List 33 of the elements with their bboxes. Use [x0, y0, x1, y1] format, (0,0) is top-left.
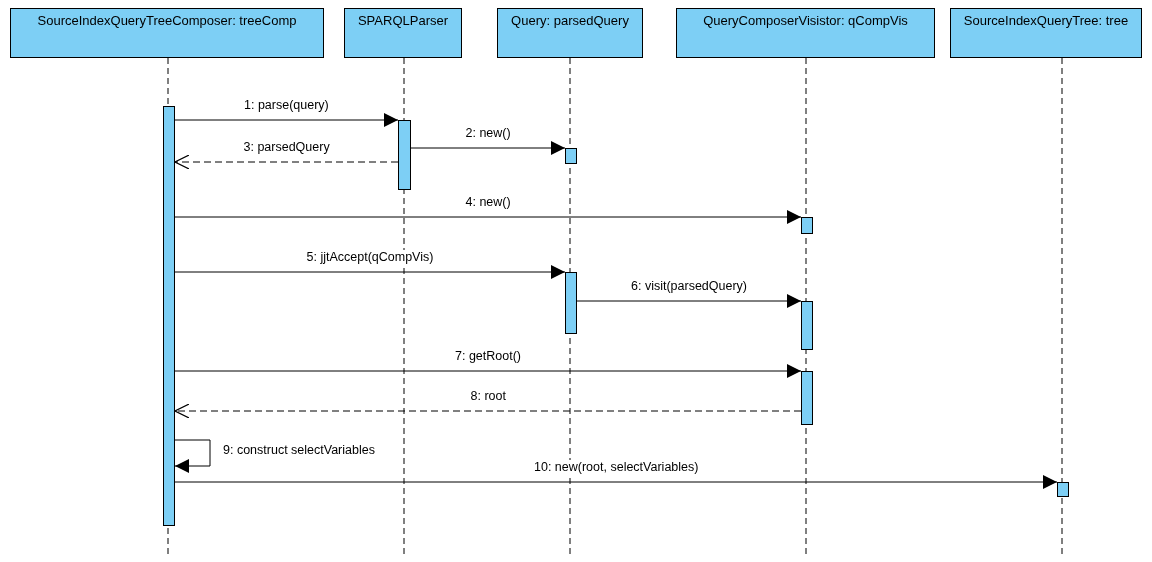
edge-label: 2: new() [464, 126, 512, 140]
edge-label: 9: construct selectVariables [222, 443, 376, 457]
message-arrow [576, 294, 802, 308]
edge-label: 8: root [469, 389, 507, 403]
lifeline-header: Query: parsedQuery [497, 8, 643, 58]
activation-bar [801, 217, 813, 234]
edge-label: 7: getRoot() [454, 349, 522, 363]
lifeline-header: QueryComposerVisistor: qCompVis [676, 8, 935, 58]
edge-label: 6: visit(parsedQuery) [630, 279, 748, 293]
message-arrow [174, 210, 802, 224]
activation-bar [801, 301, 813, 350]
edge-label: 3: parsedQuery [242, 140, 331, 154]
edge-label: 5: jjtAccept(qCompVis) [305, 250, 435, 264]
lifeline-header: SourceIndexQueryTree: tree [950, 8, 1142, 58]
return-arrow [174, 154, 399, 170]
edge-label: 4: new() [464, 195, 512, 209]
edge-label: 10: new(root, selectVariables) [533, 460, 700, 474]
activation-bar [565, 272, 577, 334]
activation-bar [398, 120, 411, 190]
lifeline-header: SPARQLParser [344, 8, 462, 58]
return-arrow [174, 403, 802, 419]
message-arrow [174, 265, 566, 279]
activation-bar [801, 371, 813, 425]
activation-bar [1057, 482, 1069, 497]
edge-label: 1: parse(query) [243, 98, 330, 112]
message-arrow [174, 439, 211, 473]
message-arrow [174, 475, 1058, 489]
activation-bar [163, 106, 175, 526]
message-arrow [410, 141, 566, 155]
message-arrow [174, 113, 399, 127]
lifeline-header: SourceIndexQueryTreeComposer: treeComp [10, 8, 324, 58]
activation-bar [565, 148, 577, 164]
message-arrow [174, 364, 802, 378]
